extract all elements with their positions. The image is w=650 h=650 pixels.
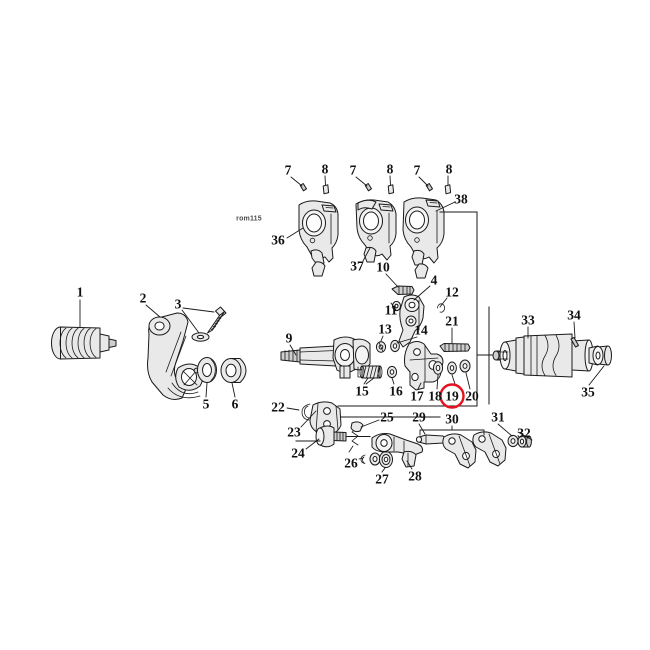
part-label-19: 19 bbox=[445, 388, 459, 404]
part-label-20: 20 bbox=[465, 388, 479, 404]
part-label-9: 9 bbox=[285, 330, 293, 346]
part-14-shape bbox=[390, 339, 400, 353]
part-label-24: 24 bbox=[291, 445, 305, 461]
part-38-shape bbox=[402, 197, 445, 279]
part-35-shape bbox=[592, 345, 612, 366]
part-28-shape bbox=[371, 433, 423, 468]
part-label-7c: 7 bbox=[413, 162, 421, 178]
part-25-shape bbox=[348, 421, 364, 453]
part-17-shape bbox=[404, 341, 444, 391]
part-4-shape bbox=[398, 294, 425, 348]
part-5-shape bbox=[197, 357, 217, 383]
assembly-bracket-lines bbox=[295, 211, 493, 442]
part-23-shape bbox=[309, 401, 342, 435]
part-6-shape bbox=[220, 358, 247, 383]
part-30-shape bbox=[442, 431, 507, 469]
part-label-27: 27 bbox=[375, 471, 389, 487]
part-label-22: 22 bbox=[271, 399, 285, 415]
part-label-14: 14 bbox=[414, 322, 428, 338]
part-label-11: 11 bbox=[384, 302, 398, 318]
part-label-5: 5 bbox=[202, 396, 210, 412]
part-label-2: 2 bbox=[139, 290, 147, 306]
part-label-6: 6 bbox=[231, 396, 239, 412]
part-3-shape bbox=[191, 306, 227, 342]
part-21-shape bbox=[439, 343, 471, 352]
part-8-screws bbox=[322, 184, 452, 195]
part-16-shape bbox=[386, 365, 398, 379]
part-20-shape bbox=[459, 359, 471, 373]
part-label-15: 15 bbox=[355, 383, 369, 399]
part-1-shape bbox=[51, 326, 117, 360]
part-26-shape bbox=[360, 454, 366, 464]
part-label-16: 16 bbox=[389, 383, 403, 399]
part-label-34: 34 bbox=[567, 307, 581, 323]
highlight-circle-19 bbox=[439, 383, 465, 409]
part-label-12: 12 bbox=[445, 284, 459, 300]
part-24-shape bbox=[315, 425, 347, 448]
part-label-29: 29 bbox=[412, 409, 426, 425]
part-2-shape bbox=[147, 312, 204, 400]
part-11-shape bbox=[392, 300, 401, 312]
part-label-30: 30 bbox=[445, 411, 459, 427]
part-label-23: 23 bbox=[287, 424, 301, 440]
watermark-text: rom115 bbox=[236, 215, 262, 223]
part-label-4: 4 bbox=[430, 272, 438, 288]
part-label-3: 3 bbox=[174, 296, 182, 312]
part-37-shape bbox=[355, 199, 397, 263]
part-label-18: 18 bbox=[428, 388, 442, 404]
part-label-10: 10 bbox=[376, 259, 390, 275]
part-19-shape bbox=[447, 361, 457, 375]
part-label-35: 35 bbox=[581, 384, 595, 400]
part-label-8b: 8 bbox=[386, 161, 394, 177]
part-label-31: 31 bbox=[491, 409, 505, 425]
part-label-37: 37 bbox=[350, 258, 364, 274]
part-27-shape bbox=[369, 451, 393, 468]
part-label-8c: 8 bbox=[445, 161, 453, 177]
leader-lines bbox=[79, 175, 605, 473]
part-label-7a: 7 bbox=[284, 162, 292, 178]
part-29-shape bbox=[415, 434, 446, 445]
part-10-shape bbox=[391, 285, 415, 295]
part-9-shape bbox=[280, 336, 371, 379]
part-label-21: 21 bbox=[445, 313, 459, 329]
part-label-36: 36 bbox=[271, 232, 285, 248]
part-18-shape bbox=[432, 361, 444, 375]
part-label-33: 33 bbox=[521, 312, 535, 328]
part-label-13: 13 bbox=[378, 321, 392, 337]
part-label-28: 28 bbox=[408, 468, 422, 484]
part-label-7b: 7 bbox=[349, 162, 357, 178]
part-label-8a: 8 bbox=[321, 161, 329, 177]
part-label-17: 17 bbox=[410, 388, 424, 404]
part-12-shape bbox=[437, 303, 446, 313]
part-15-shape bbox=[359, 365, 383, 379]
part-22-shape bbox=[301, 403, 311, 421]
part-label-26: 26 bbox=[344, 455, 358, 471]
part-label-38: 38 bbox=[454, 191, 468, 207]
part-33-shape bbox=[492, 333, 599, 378]
part-34-shape bbox=[570, 337, 579, 348]
part-7-pins bbox=[299, 183, 433, 192]
part-36-shape bbox=[298, 200, 339, 277]
part-label-25: 25 bbox=[380, 409, 394, 425]
part-13-shape bbox=[375, 341, 387, 353]
part-label-32: 32 bbox=[517, 425, 531, 441]
part-label-1: 1 bbox=[76, 284, 84, 300]
